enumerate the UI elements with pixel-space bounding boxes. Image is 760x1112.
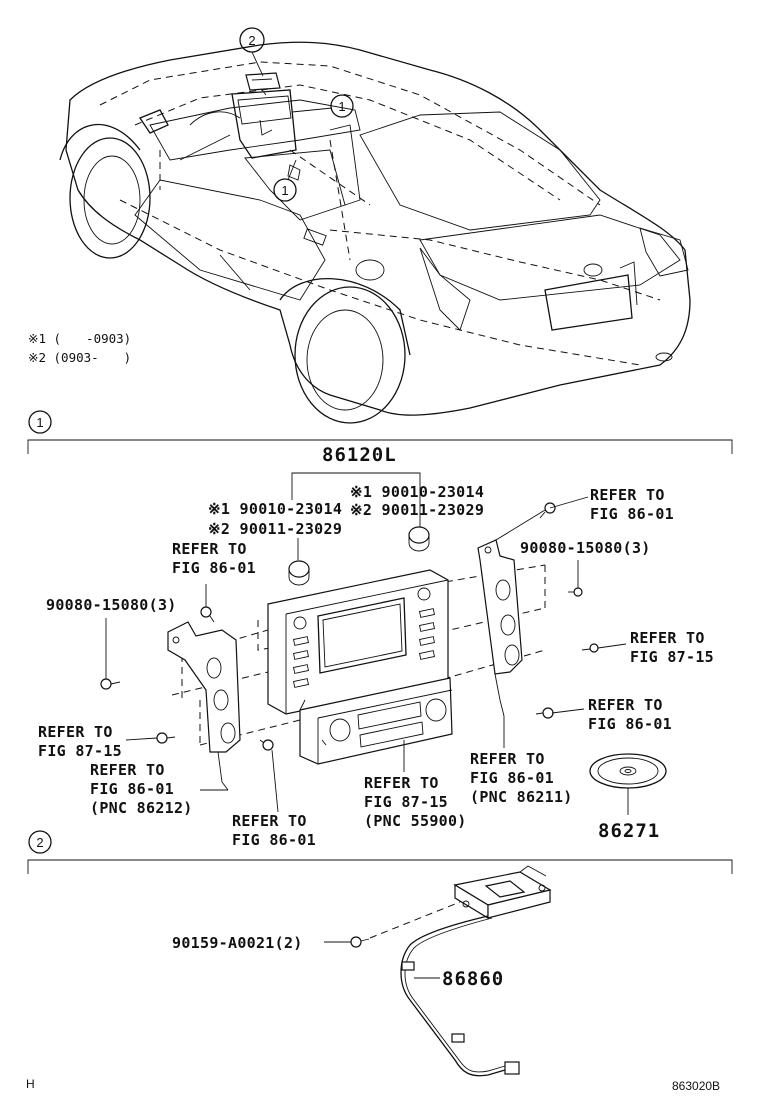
refer-mid-left-line-2: FIG 86-01 <box>172 559 256 577</box>
car-callout-1-upper: 1 <box>330 94 354 118</box>
refer-left-pnc-line-3: (PNC 86212) <box>90 799 193 817</box>
refer-top-right-line-1: REFER TO <box>590 486 665 504</box>
bolt-right-part-number: 90080-15080(3) <box>520 539 651 557</box>
cable-clip-upper <box>401 961 415 971</box>
refer-top-right-line-2: FIG 86-01 <box>590 505 674 523</box>
bolt-left-upper <box>200 606 215 623</box>
refer-right-8715-line-1: REFER TO <box>630 629 705 647</box>
cable-connector <box>504 1061 520 1075</box>
refer-bottom-left-line-2: FIG 86-01 <box>232 831 316 849</box>
antenna-cable <box>400 915 506 1077</box>
bolt-top-right <box>539 502 556 519</box>
antenna-module <box>453 865 552 920</box>
knob-left-part-2: ※2 90011-23029 <box>208 520 342 538</box>
top-callout-2: 2 <box>239 27 265 53</box>
bolt-left-mid <box>100 678 121 690</box>
footnote-1: ※1 ( -0903) <box>28 331 131 346</box>
refer-left-8715-line-2: FIG 87-15 <box>38 742 122 760</box>
antenna-part-number: 86860 <box>442 968 504 990</box>
refer-right-8715-line-2: FIG 87-15 <box>630 648 714 666</box>
assembly-part-number: 86120L <box>322 444 397 466</box>
bolt-bottom-left <box>259 739 274 751</box>
refer-bottom-center-line-1: REFER TO <box>364 774 439 792</box>
car-callout-1-lower-label: 1 <box>281 183 288 198</box>
refer-bottom-center-line-2: FIG 87-15 <box>364 793 448 811</box>
refer-right-8601-line-2: FIG 86-01 <box>588 715 672 733</box>
footer-mark: H <box>26 1077 35 1091</box>
refer-right-pnc-line-3: (PNC 86211) <box>470 788 573 806</box>
diagram-code: 863020B <box>672 1079 720 1093</box>
head-unit <box>267 569 453 765</box>
refer-left-pnc-line-1: REFER TO <box>90 761 165 779</box>
car-callout-1-upper-label: 1 <box>338 99 345 114</box>
screw <box>350 936 370 948</box>
disc <box>589 753 667 815</box>
assembly-bracket <box>291 472 421 487</box>
section-2-bracket <box>27 859 733 874</box>
refer-bottom-left-line-1: REFER TO <box>232 812 307 830</box>
knob-left-part-1: ※1 90010-23014 <box>208 500 342 518</box>
bolt-left-lower <box>156 732 176 744</box>
knob-left <box>288 560 310 586</box>
refer-left-8715-line-1: REFER TO <box>38 723 113 741</box>
refer-right-pnc-line-2: FIG 86-01 <box>470 769 554 787</box>
refer-left-pnc-line-2: FIG 86-01 <box>90 780 174 798</box>
bracket-right <box>477 539 523 717</box>
section-1-bracket <box>27 439 733 454</box>
screw-mount-line <box>369 901 461 939</box>
section-2-marker-label: 2 <box>36 835 43 850</box>
footnote-2: ※2 (0903- ) <box>28 350 131 365</box>
car-illustration <box>59 41 691 424</box>
knob-right-part-2: ※2 90011-23029 <box>350 501 484 519</box>
bolt-right-upper <box>568 587 583 597</box>
cable-clip-lower <box>451 1033 465 1043</box>
disc-part-number: 86271 <box>598 820 660 842</box>
bolt-right-lower <box>535 707 554 719</box>
car-callout-1-lower: 1 <box>273 178 297 202</box>
section-1-marker-label: 1 <box>36 415 43 430</box>
refer-bottom-center-line-3: (PNC 55900) <box>364 812 467 830</box>
bracket-left <box>167 621 241 791</box>
top-callout-2-label: 2 <box>248 33 255 48</box>
refer-right-pnc-line-1: REFER TO <box>470 750 545 768</box>
refer-mid-left-line-1: REFER TO <box>172 540 247 558</box>
section-1-marker: 1 <box>28 410 52 434</box>
knob-right <box>408 526 430 552</box>
bolt-right-mid <box>581 643 599 653</box>
knob-right-part-1: ※1 90010-23014 <box>350 483 484 501</box>
screw-part-number: 90159-A0021(2) <box>172 934 303 952</box>
section-2-marker: 2 <box>28 830 52 854</box>
refer-right-8601-line-1: REFER TO <box>588 696 663 714</box>
bolt-left-part-number: 90080-15080(3) <box>46 596 177 614</box>
